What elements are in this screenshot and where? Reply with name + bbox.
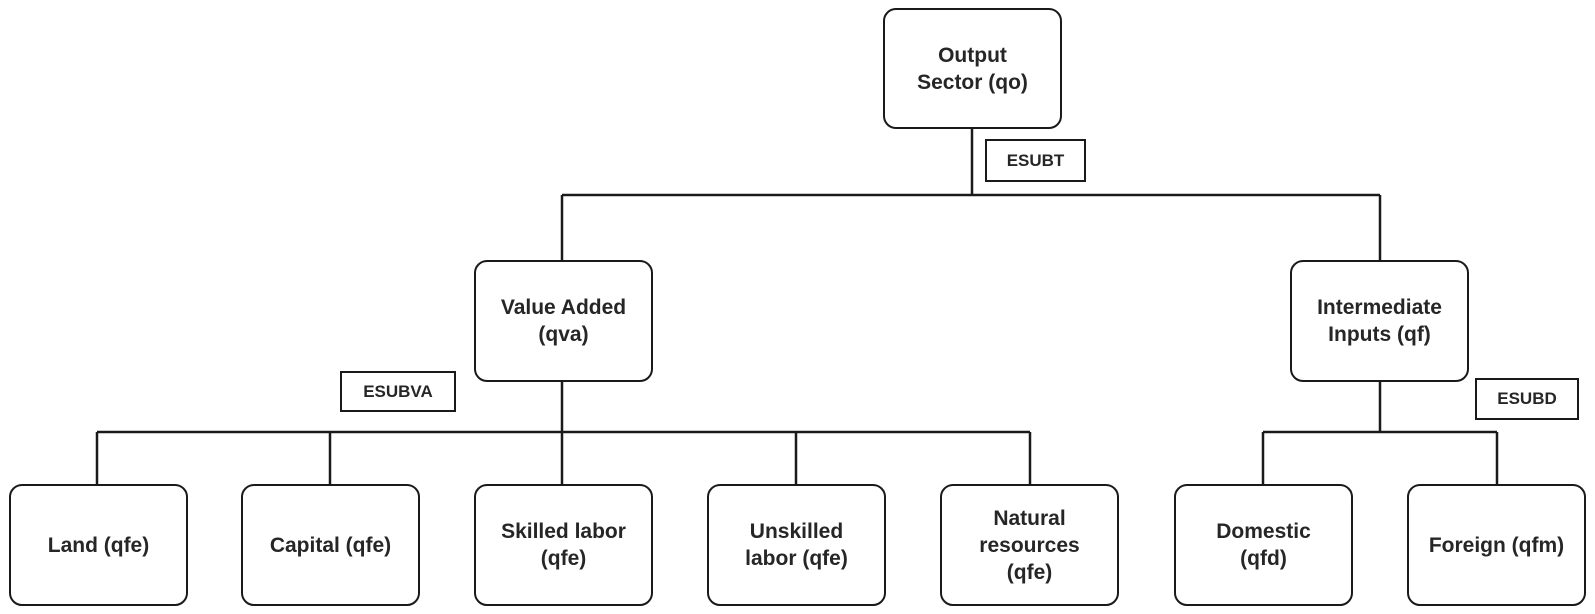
node-foreign: Foreign (qfm) bbox=[1407, 484, 1586, 606]
elasticity-label-esubd: ESUBD bbox=[1475, 378, 1579, 420]
node-unskilled-labor: Unskilled labor (qfe) bbox=[707, 484, 886, 606]
elasticity-label-esubt: ESUBT bbox=[985, 139, 1086, 182]
node-natural-resources: Natural resources (qfe) bbox=[940, 484, 1119, 606]
node-land: Land (qfe) bbox=[9, 484, 188, 606]
node-intermediate-inputs: Intermediate Inputs (qf) bbox=[1290, 260, 1469, 382]
node-skilled-labor: Skilled labor (qfe) bbox=[474, 484, 653, 606]
node-value-added: Value Added (qva) bbox=[474, 260, 653, 382]
elasticity-label-esubva: ESUBVA bbox=[340, 371, 456, 412]
node-domestic: Domestic (qfd) bbox=[1174, 484, 1353, 606]
node-capital: Capital (qfe) bbox=[241, 484, 420, 606]
node-output-sector: Output Sector (qo) bbox=[883, 8, 1062, 129]
